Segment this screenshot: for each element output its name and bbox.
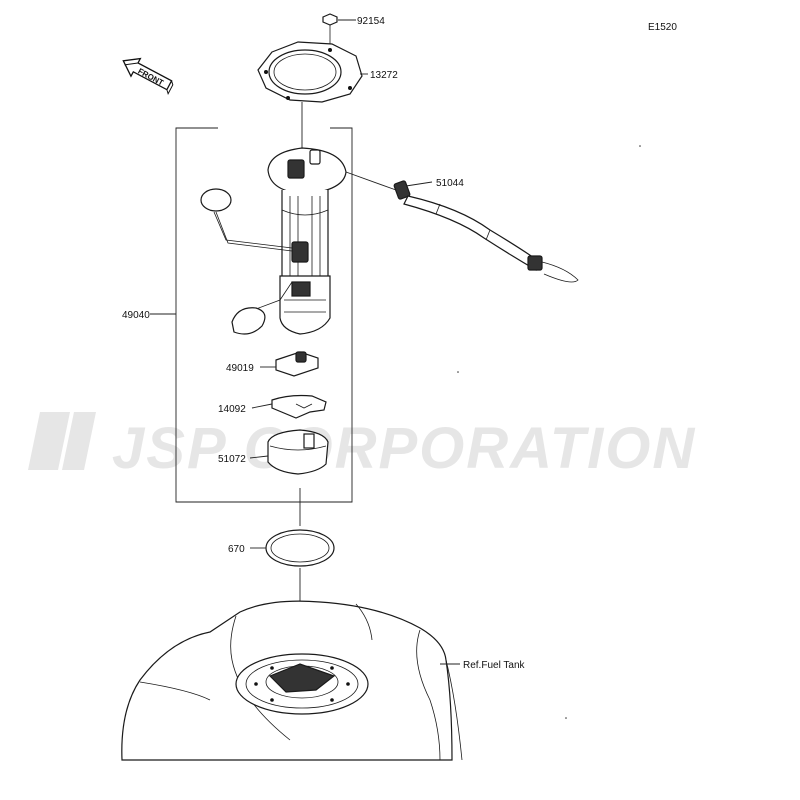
callout-49019: 49019: [226, 363, 254, 374]
callout-51044: 51044: [436, 178, 464, 189]
dot-mark: [639, 145, 641, 147]
callout-14092: 14092: [218, 404, 246, 415]
watermark-logo-icon: [28, 412, 96, 470]
fuel-pump-assembly: [200, 147, 347, 335]
diagram-code: E1520: [648, 22, 677, 33]
front-arrow-icon: FRONT: [122, 57, 174, 96]
fuel-tank: Ref.Fuel Tank: [121, 600, 526, 761]
watermark-text: JSP CORPORATION: [112, 416, 696, 481]
reference-fuel-tank: Ref.Fuel Tank: [463, 660, 526, 671]
cover: 14092: [218, 394, 327, 419]
dot-mark: [457, 371, 459, 373]
callout-13272: 13272: [370, 70, 398, 81]
holder: 51072: [218, 429, 329, 475]
bolt: 92154: [322, 13, 385, 46]
filter: 49019: [226, 351, 319, 377]
callout-92154: 92154: [357, 16, 385, 27]
watermark: JSP CORPORATION: [28, 412, 696, 481]
plate: 13272: [257, 41, 398, 103]
assembly-bracket: [175, 127, 353, 503]
callout-51072: 51072: [218, 454, 246, 465]
o-ring: 670: [228, 529, 335, 567]
callout-49040: 49040: [122, 310, 150, 321]
dot-mark: [565, 717, 567, 719]
hose: 51044: [345, 171, 579, 283]
callout-670: 670: [228, 544, 245, 555]
